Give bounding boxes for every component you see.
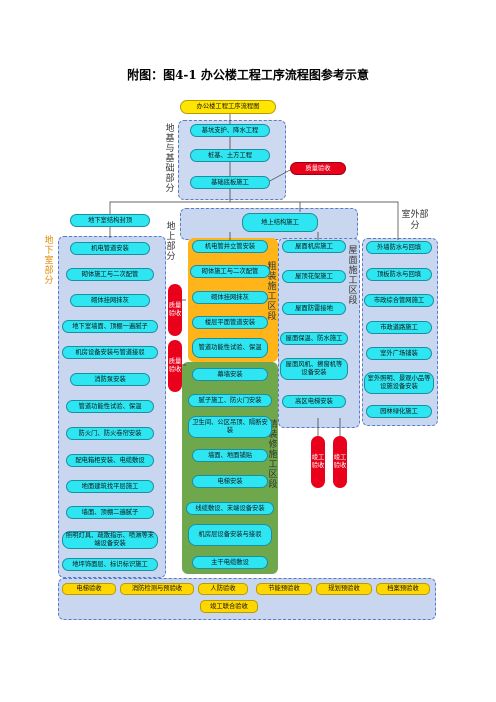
underground-step: 照明灯具、疏散指示、喷淋等末端设备安装 (62, 531, 158, 549)
outdoor-step: 顶板防水与回填 (366, 268, 432, 281)
underground-step: 配电箱柜安装、电缆敷设 (66, 454, 154, 467)
underground-step: 地下室墙面、顶棚一遍腻子 (62, 320, 158, 333)
acceptance-item: 规划预验收 (316, 583, 372, 595)
rough-step: 管道功能性试验、保温 (192, 338, 268, 358)
underground-step: 管道功能性试验、保温 (66, 400, 154, 413)
final-acceptance: 竣工联合验收 (200, 600, 258, 613)
above-header: 地上结构施工 (242, 213, 318, 232)
outdoor-step: 外墙防水与回填 (366, 241, 432, 254)
acceptance-item: 人防验收 (198, 583, 248, 595)
underground-step: 砌体挂网抹灰 (70, 294, 150, 307)
roof-label: 屋面施工区段 (348, 246, 358, 306)
underground-label: 地下室部分 (44, 236, 54, 286)
fine-step: 电梯安装 (192, 475, 268, 488)
roof-step: 屋面防雷接地 (282, 302, 346, 315)
roof-step: 高区电梯安装 (282, 395, 346, 408)
fine-label: 精装修施工区段 (268, 420, 278, 490)
fine-step: 腻子施工、防火门安装 (188, 394, 272, 407)
outdoor-step: 市政综合管网施工 (364, 294, 434, 307)
foundation-step: 基坑支护、降水工程 (190, 124, 270, 137)
underground-step: 地面建筑找平层施工 (66, 480, 154, 493)
fine-step: 线缆敷设、末端设备安装 (186, 502, 274, 515)
fine-step: 卫生间、公区吊顶、隔断安装 (188, 416, 272, 438)
underground-step: 消防泵安装 (70, 373, 150, 386)
acceptance-item: 消防检测与预验收 (120, 583, 194, 595)
underground-step: 墙面、顶棚二遍腻子 (66, 506, 154, 519)
rough-step: 楼层平面管道安装 (192, 316, 268, 329)
foundation-step: 桩基、土方工程 (190, 149, 270, 162)
underground-step: 机电管道安装 (70, 242, 150, 255)
underground-step: 地坪饰面层、标识标识施工 (62, 558, 158, 571)
acceptance-item: 电梯验收 (62, 583, 116, 595)
foundation-label: 地基与基础部分 (165, 124, 175, 194)
above-quality-pill-2: 质量验收 (168, 340, 182, 392)
roof-step: 屋面风机、擦窗机等设备安装 (280, 358, 348, 380)
roof-step: 屋顶花架施工 (282, 270, 346, 283)
underground-step: 防火门、防火卷帘安装 (66, 427, 154, 440)
rough-step: 砌体挂网抹灰 (192, 291, 268, 304)
top-node: 办公楼工程工序流程图 (180, 100, 276, 114)
outdoor-step: 室外照明、景观小品等设施设备安装 (364, 372, 434, 394)
roof-acceptance-pill: 竣工验收 (311, 436, 325, 488)
above-label: 地上部分 (166, 222, 176, 262)
page-title: 附图：图4-1 办公楼工程工序流程图参考示意 (127, 68, 369, 82)
roof-step: 屋面保温、防水施工 (280, 332, 348, 345)
outdoor-step: 市政道路施工 (366, 321, 432, 334)
underground-step: 机房设备安装与管道接驳 (62, 346, 158, 359)
roof-step: 屋面机房施工 (282, 240, 346, 253)
fine-step: 机房层设备安装与接驳 (188, 524, 272, 546)
roof-acceptance-pill-2: 竣工验收 (333, 436, 347, 488)
acceptance-item: 档案预验收 (376, 583, 430, 595)
foundation-quality-check: 质量验收 (290, 162, 346, 175)
rough-step: 砌体施工与二次配管 (190, 265, 270, 278)
underground-step: 砌体施工与二次配管 (66, 268, 154, 281)
above-quality-pill: 质量验收 (168, 284, 182, 336)
rough-step: 机电管井立管安装 (192, 240, 268, 253)
fine-step: 主干电缆敷设 (192, 556, 268, 569)
acceptance-item: 节能预验收 (256, 583, 312, 595)
foundation-step: 基础底板施工 (190, 176, 270, 189)
rough-label: 粗装施工区段 (267, 262, 277, 322)
underground-header: 地下室结构封顶 (70, 214, 150, 227)
outdoor-step: 室外广场铺装 (366, 347, 432, 360)
fine-step: 墙面、地面铺贴 (192, 449, 268, 462)
outdoor-step: 园林绿化施工 (366, 405, 432, 418)
outdoor-label: 室外部分 (401, 210, 429, 231)
fine-step: 幕墙安装 (192, 368, 268, 381)
